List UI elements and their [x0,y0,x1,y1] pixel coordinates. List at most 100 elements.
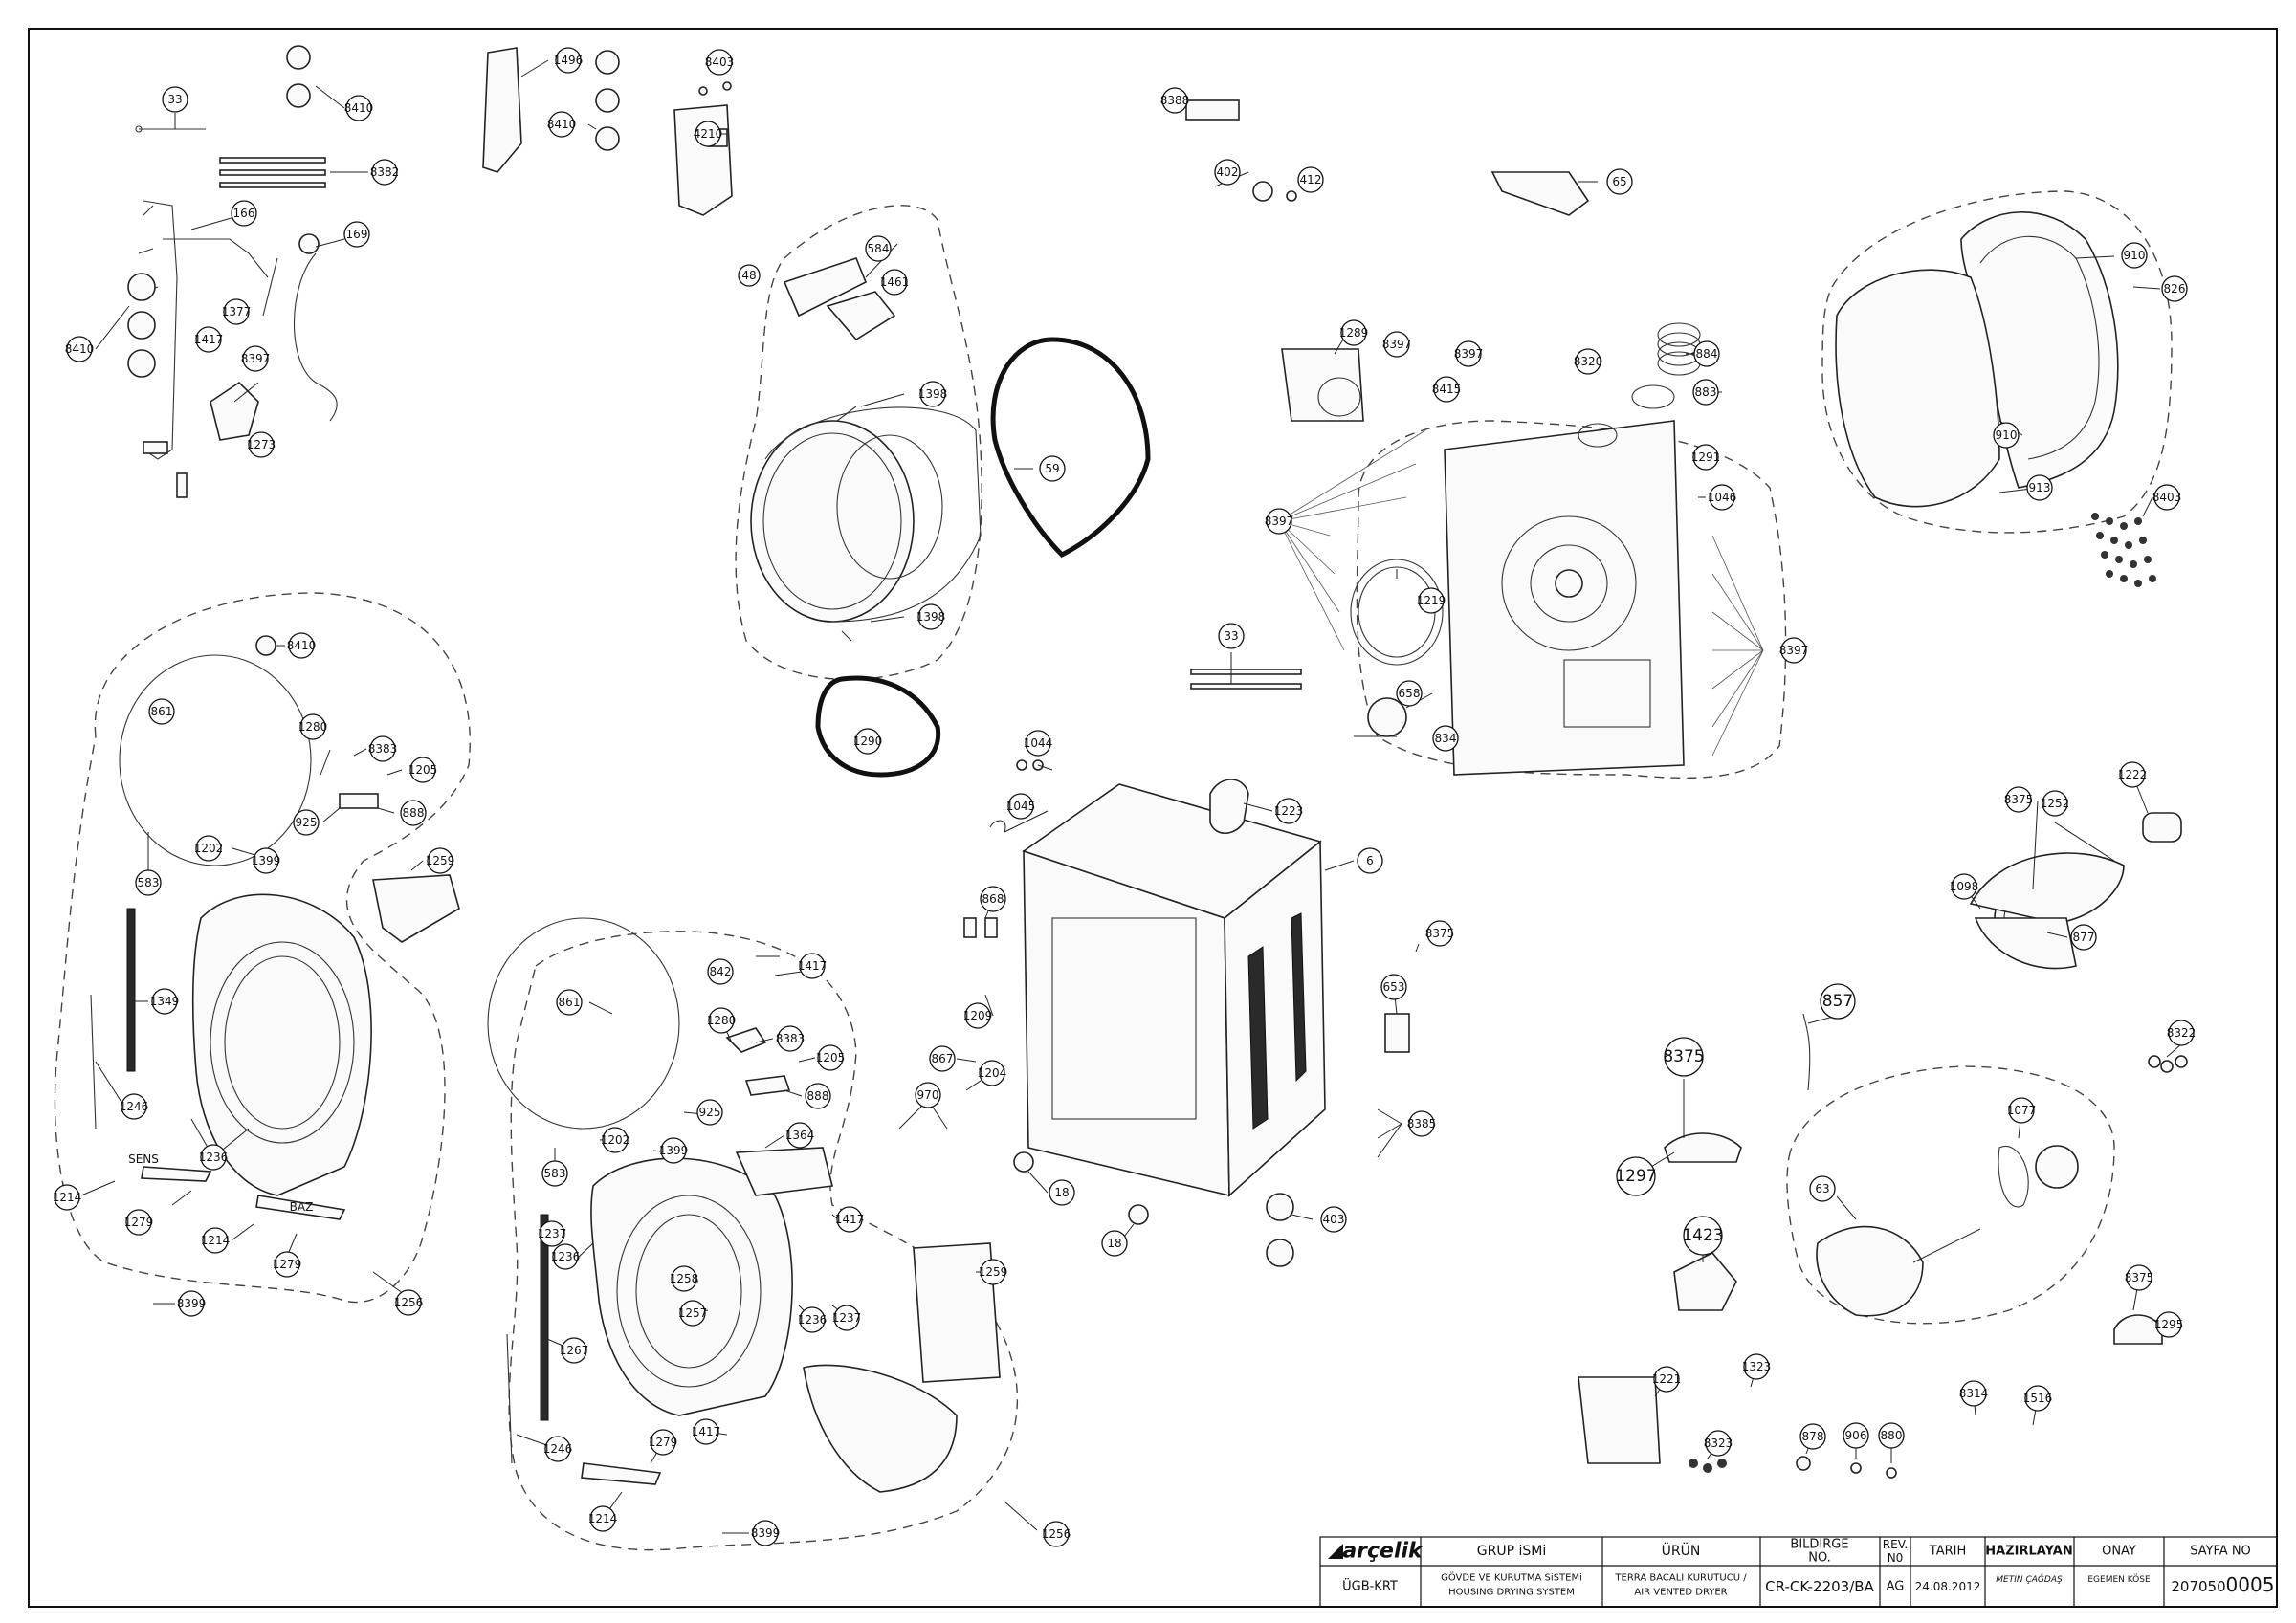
group-name-tr: GÖVDE VE KURUTMA SiSTEMi [1441,1571,1582,1584]
part-callout: 1257 [678,1300,708,1327]
part-callout: 8397 [241,345,270,372]
callout-circle [1809,1175,1836,1202]
callout-number: 65 [1612,175,1626,188]
callout-number: 1417 [692,1425,721,1438]
part-callout: 8375 [2004,786,2033,813]
callout-number: 1257 [678,1306,708,1320]
callout-number: 1399 [252,854,281,867]
part-callout: 1256 [1042,1521,1071,1547]
part-callout: 6 [1357,847,1383,874]
callout-number: 970 [917,1088,939,1102]
callout-circle [696,1099,723,1126]
part-callout: 18 [1049,1179,1075,1206]
callout-circle [919,381,946,407]
callout-circle [151,988,178,1015]
part-callout: 1399 [659,1137,688,1164]
callout-number: 1202 [601,1133,630,1147]
callout-circle [695,121,721,147]
callout-number: 1214 [201,1234,231,1247]
part-callout: 884 [1693,340,1720,367]
callout-number: 1279 [273,1258,302,1271]
callout-circle [1683,1216,1723,1256]
callout-circle [1101,1230,1128,1257]
callout-number: 1417 [194,333,224,346]
part-callout: 925 [696,1099,723,1126]
callout-number: 59 [1045,462,1059,475]
callout-circle [805,1083,831,1109]
brand-logo-icon [1328,1544,1343,1559]
callout-number: 8397 [1382,338,1412,351]
callout-circle [1432,725,1459,752]
callout-number: 1279 [124,1216,154,1229]
callout-number: 842 [710,965,732,978]
part-callout: 63 [1809,1175,1836,1202]
callout-circle [2024,1385,2051,1412]
callout-number: 1258 [670,1272,699,1285]
callout-number: 1291 [1691,450,1721,464]
part-callout: 8322 [2167,1020,2196,1046]
callout-circle [1709,484,1735,511]
callout-number: 906 [1845,1429,1867,1442]
callout-circle [1039,455,1066,482]
part-callout: 878 [1799,1423,1826,1450]
front-panel-cover [1835,211,2156,587]
part-callout: 906 [1843,1422,1869,1449]
callout-circle [2042,790,2068,817]
callout-number: 883 [1695,385,1717,399]
product-name-en: AIR VENTED DRYER [1634,1588,1727,1598]
part-callout: 65 [1606,168,1633,195]
callout-number: 1252 [2041,797,2070,810]
part-callout: 59 [1039,455,1066,482]
callout-circle [602,1127,629,1153]
callout-circle [660,1137,687,1164]
callout-circle [253,847,279,874]
part-callout: 1323 [1742,1353,1771,1380]
callout-circle [1878,1422,1905,1449]
callout-circle [288,632,315,659]
part-callout: 166 [231,200,257,227]
callout-circle [1320,1206,1347,1233]
callout-circle [135,869,162,896]
callout-number: 4210 [694,127,723,141]
approved-by: EGEMEN KÖSE [2087,1574,2151,1585]
callout-number: 583 [544,1167,566,1180]
callout-circle [881,269,908,296]
callout-number: 8397 [1779,644,1809,657]
part-callout: 1246 [120,1093,148,1120]
part-callout: 8375 [1663,1037,1705,1077]
callout-number: 8375 [1663,1047,1704,1066]
part-callout: 913 [2026,474,2053,501]
callout-number: 1417 [798,959,828,973]
part-callout: 1295 [2154,1311,2183,1338]
callout-number: 653 [1383,980,1405,994]
callout-circle [1408,1110,1435,1137]
part-callout: 1098 [1950,873,1978,900]
part-callout: 8385 [1407,1110,1436,1137]
callout-number: 1246 [543,1442,573,1456]
callout-number: 1398 [918,387,948,401]
callout-number: 1205 [408,763,438,777]
part-callout: 1417 [835,1206,864,1233]
callout-circle [1214,159,1241,186]
part-callout: 867 [929,1045,956,1072]
callout-number: 1364 [785,1129,815,1142]
baz-annotation: BAZ [290,1200,314,1214]
callout-circle [54,1184,80,1211]
callout-circle [708,1007,735,1034]
part-callout: 8397 [1265,508,1293,535]
callout-number: 861 [151,705,173,718]
callout-number: 1204 [978,1066,1007,1080]
callout-circle [1297,166,1324,193]
callout-number: 18 [1054,1186,1069,1199]
callout-circle [395,1289,422,1316]
part-callout: 8397 [1779,637,1809,664]
part-callout: 883 [1692,379,1719,406]
callout-number: 8397 [1454,347,1484,361]
callout-circle [1396,680,1423,707]
part-callout: 1280 [707,1007,736,1034]
part-callout: 658 [1396,680,1423,707]
part-callout: 888 [805,1083,831,1109]
callout-circle [2026,474,2053,501]
part-callout: 1259 [979,1259,1007,1285]
product-name-tr: TERRA BACALI KURUTUCU / [1614,1573,1747,1584]
